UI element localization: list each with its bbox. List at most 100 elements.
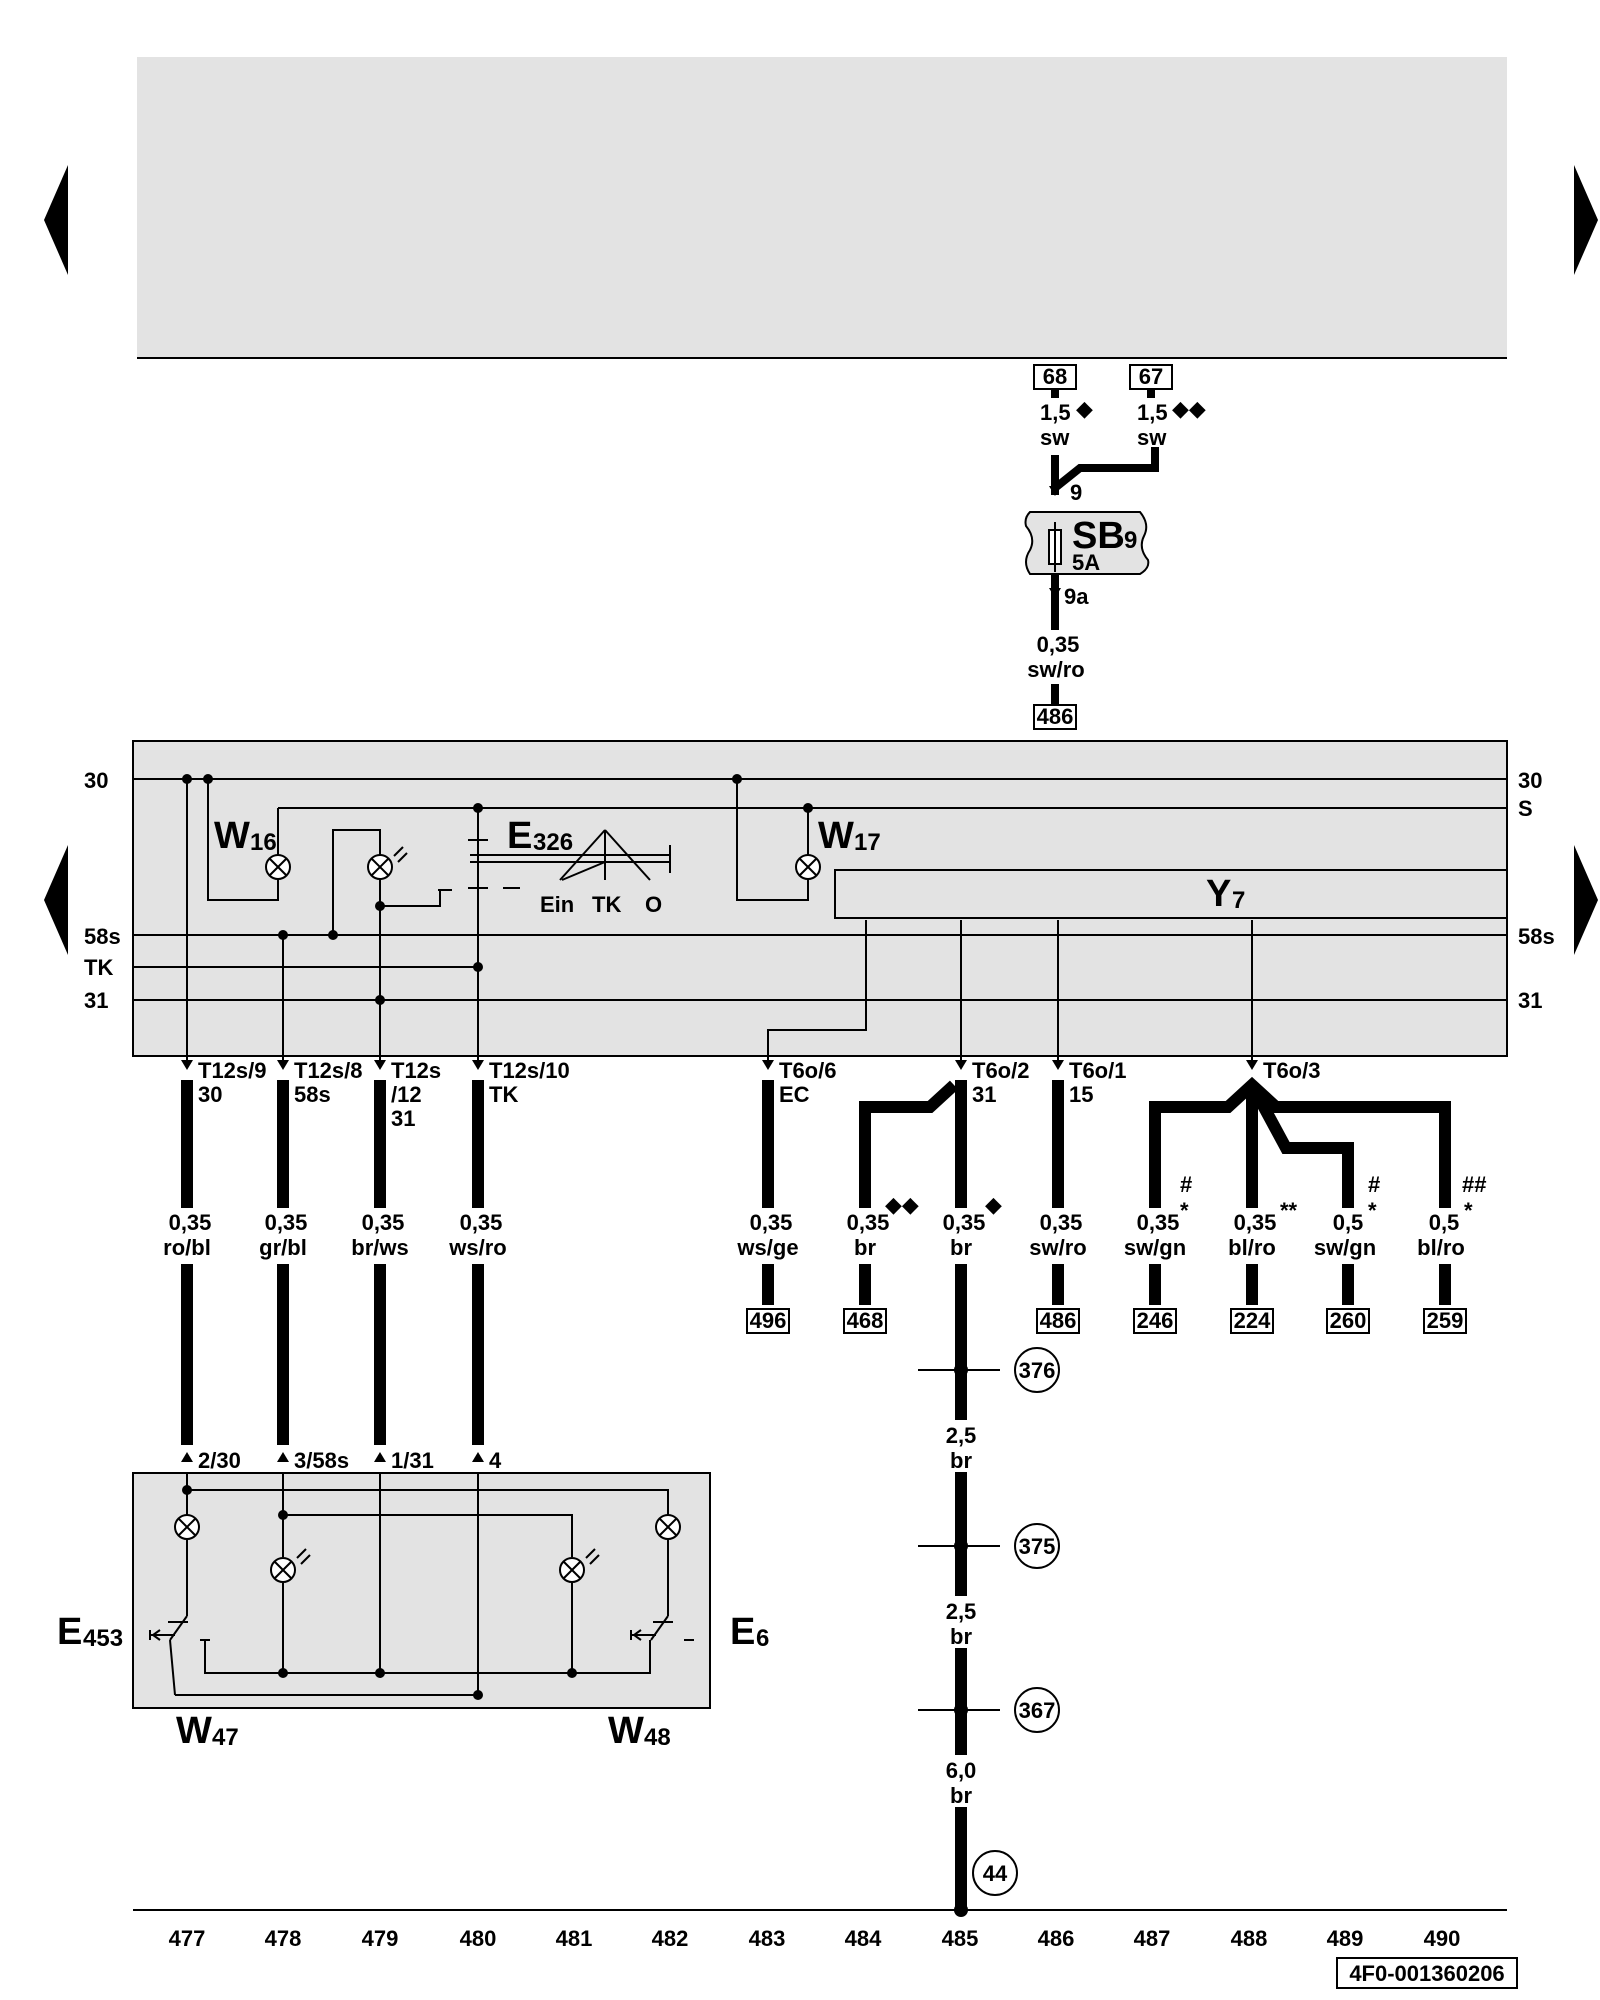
bus-label-58s-right: 58s <box>1518 924 1555 949</box>
nav-prev-mid-arrow[interactable] <box>44 845 68 955</box>
bus-label-31-right: 31 <box>1518 988 1542 1013</box>
connector-term-5: 31 <box>972 1082 996 1107</box>
diagram-id: 4F0-001360206 <box>1349 1961 1504 1986</box>
lower-pin-0: 2/30 <box>198 1448 241 1473</box>
wire-ref-4[interactable]: 496 <box>750 1308 787 1333</box>
ground-seg-size-0: 2,5 <box>946 1423 977 1448</box>
wire-ref-10[interactable]: 260 <box>1330 1308 1367 1333</box>
ground-point-2[interactable]: 367 <box>1019 1698 1056 1723</box>
wire-mark2-10: * <box>1368 1198 1377 1223</box>
ground-point-1[interactable]: 375 <box>1019 1534 1056 1559</box>
ground-seg-color-2: br <box>950 1783 972 1808</box>
connector-pin-6: T6o/1 <box>1069 1058 1126 1083</box>
column-number: 481 <box>556 1926 593 1951</box>
wire-mark-8: # <box>1180 1172 1192 1197</box>
fuse-out-color: sw/ro <box>1027 657 1084 682</box>
wire-color-9: bl/ro <box>1228 1235 1276 1260</box>
ground-point-0[interactable]: 376 <box>1019 1358 1056 1383</box>
top-ref-67[interactable]: 67 <box>1139 364 1163 389</box>
column-number: 487 <box>1134 1926 1171 1951</box>
column-number: 484 <box>845 1926 882 1951</box>
bus-label-s-right: S <box>1518 796 1533 821</box>
e453-label-sub: 453 <box>83 1625 123 1652</box>
wire-mark-9: ** <box>1280 1198 1298 1223</box>
wire-ref-8[interactable]: 246 <box>1137 1308 1174 1333</box>
ground-seg-size-1: 2,5 <box>946 1599 977 1624</box>
wire-ref-5[interactable]: 468 <box>847 1308 884 1333</box>
bus-label-30-left: 30 <box>84 768 108 793</box>
wire-color-5: br <box>854 1235 876 1260</box>
e326-label: E <box>507 815 532 857</box>
lower-pin-2: 1/31 <box>391 1448 434 1473</box>
wire-size-9: 0,35 <box>1234 1210 1277 1235</box>
top-wire-size-68: 1,5 <box>1040 400 1071 425</box>
top-ref-68[interactable]: 68 <box>1043 364 1067 389</box>
fuse-rating: 5A <box>1072 550 1100 575</box>
wire-size-11: 0,5 <box>1429 1210 1460 1235</box>
top-wire-color-67: sw <box>1137 425 1167 450</box>
w47-lamp-icon <box>174 1514 200 1540</box>
column-number: 479 <box>362 1926 399 1951</box>
wire-color-2: br/ws <box>351 1235 408 1260</box>
y7-label: Y <box>1206 873 1231 915</box>
e453-switch-icon <box>149 1615 188 1696</box>
connector-pin-3: T12s/10 <box>489 1058 570 1083</box>
ground-point-3[interactable]: 44 <box>983 1861 1008 1886</box>
lower-pin-1: 3/58s <box>294 1448 349 1473</box>
panel-junctions <box>182 774 813 1005</box>
connector-term-4: EC <box>779 1082 810 1107</box>
wire-color-0: ro/bl <box>163 1235 211 1260</box>
lower-junctions <box>182 1485 577 1700</box>
nav-prev-top-arrow[interactable] <box>44 165 68 275</box>
nav-next-top-arrow[interactable] <box>1574 165 1598 275</box>
column-number: 485 <box>942 1926 979 1951</box>
ground-seg-color-1: br <box>950 1624 972 1649</box>
fuse-pin-in: 9 <box>1070 480 1082 505</box>
e326-label-sub: 326 <box>533 829 573 856</box>
fuse-section: 68 67 1,5 ◆ sw 1,5 ◆◆ sw 9 SB 9 5A 9a 0,… <box>1024 364 1206 730</box>
connector-pin-4: T6o/6 <box>779 1058 836 1083</box>
wire-size-1: 0,35 <box>265 1210 308 1235</box>
fuse-pin-out: 9a <box>1064 584 1089 609</box>
connector-term-6: 15 <box>1069 1082 1093 1107</box>
wire-size-10: 0,5 <box>1333 1210 1364 1235</box>
top-panel <box>137 57 1507 357</box>
switch-pos-ein: Ein <box>540 892 574 917</box>
switch-pos-o: O <box>645 892 662 917</box>
nav-next-mid-arrow[interactable] <box>1574 845 1598 955</box>
column-number: 477 <box>169 1926 206 1951</box>
fuse-out-ref[interactable]: 486 <box>1037 704 1074 729</box>
w16-label-sub: 16 <box>250 829 277 856</box>
wire-ref-7[interactable]: 486 <box>1040 1308 1077 1333</box>
y7-component <box>834 869 1508 919</box>
wire-size-3: 0,35 <box>460 1210 503 1235</box>
bus-label-31-left: 31 <box>84 988 108 1013</box>
connector-pin-2: T12s <box>391 1058 441 1083</box>
connector-arrows <box>181 1060 1258 1070</box>
bus-label-58s-left: 58s <box>84 924 121 949</box>
e6-label-sub: 6 <box>756 1625 769 1652</box>
column-number: 483 <box>749 1926 786 1951</box>
wire-ref-9[interactable]: 224 <box>1234 1308 1271 1333</box>
column-number: 490 <box>1424 1926 1461 1951</box>
column-number: 488 <box>1231 1926 1268 1951</box>
lower-pin-3: 4 <box>489 1448 502 1473</box>
connector-term-1: 58s <box>294 1082 331 1107</box>
wire-ref-11[interactable]: 259 <box>1427 1308 1464 1333</box>
wire-size-4: 0,35 <box>750 1210 793 1235</box>
fuse-out-size: 0,35 <box>1037 632 1080 657</box>
wire-ref-boxes: 496 468 486 246 224 260 259 <box>746 1308 1467 1334</box>
ground-point-icons <box>972 1347 1060 1896</box>
wire-color-8: sw/gn <box>1124 1235 1186 1260</box>
w17-label-sub: 17 <box>854 829 881 856</box>
indicator-led-icon <box>367 846 408 880</box>
lower-component-box <box>132 1472 711 1709</box>
top-wire-size-67: 1,5 <box>1137 400 1168 425</box>
bus-label-tk-left: TK <box>84 955 113 980</box>
connector-term2-2: 31 <box>391 1106 415 1131</box>
panel-wiring <box>186 779 1253 1060</box>
e453-led-icon <box>270 1548 311 1583</box>
wire-mark-6: ◆ <box>985 1192 1002 1217</box>
wire-mark2-8: * <box>1180 1198 1189 1223</box>
top-wire-mark-68: ◆ <box>1076 396 1093 421</box>
